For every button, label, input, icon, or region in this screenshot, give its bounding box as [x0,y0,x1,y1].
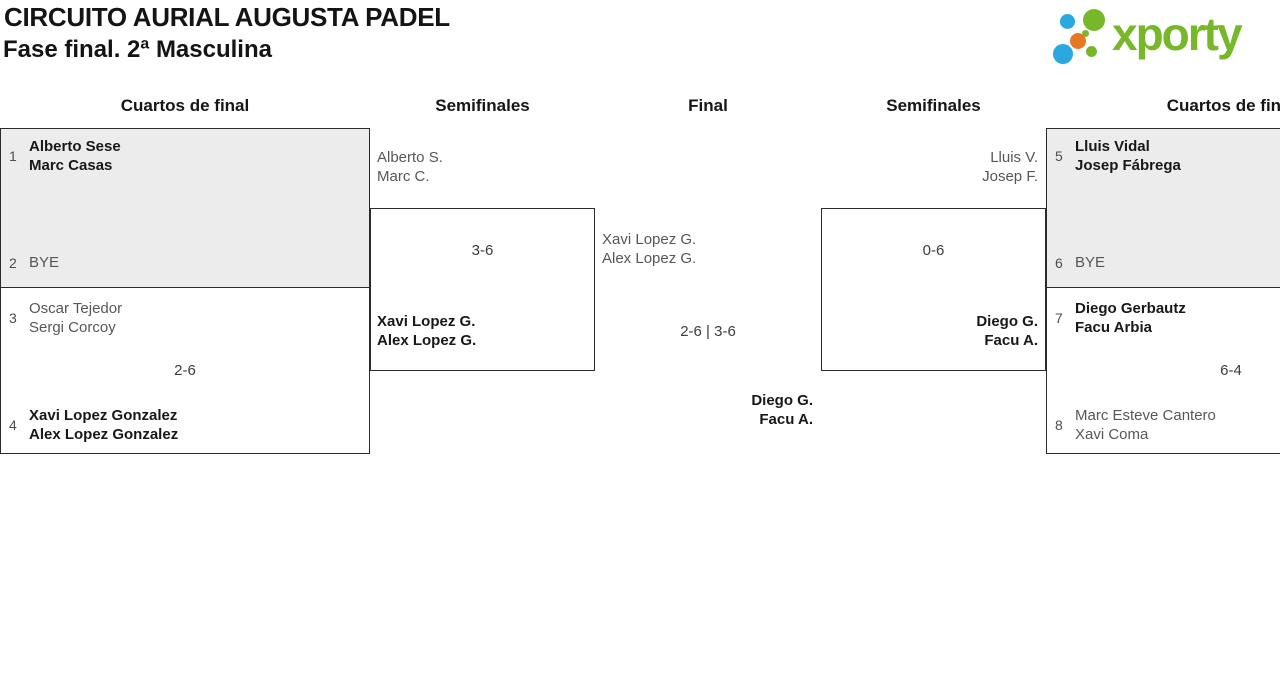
final-score: 2-6 | 3-6 [680,323,736,340]
team-names: BYE [29,253,59,272]
logo-dot-orange-icon [1070,33,1086,49]
player-1: Lluis Vidal [1075,138,1150,155]
logo-dot-green-tiny-icon [1082,30,1089,37]
match-qf-right-bottom[interactable]: 7 Diego Gerbautz Facu Arbia 6-4 8 Marc E… [1046,287,1280,454]
player-1: Xavi Lopez G. [377,313,476,330]
match-sf-left[interactable] [370,208,595,371]
team-slot-6: 6 BYE [1047,253,1280,272]
logo-dot-green-small-icon [1086,46,1097,57]
team-slot-7: 7 Diego Gerbautz Facu Arbia [1047,299,1280,337]
bye-label: BYE [29,254,60,271]
final-team-bottom: Diego G. Facu A. [751,391,813,429]
team-slot-4: 4 Xavi Lopez Gonzalez Alex Lopez Gonzale… [1,406,369,444]
seed-number: 8 [1055,417,1063,433]
seed-number: 2 [9,254,17,271]
logo-dot-green-large-icon [1083,9,1105,31]
sf-left-team-bottom: Xavi Lopez G. Alex Lopez G. [377,312,476,350]
team-names: Oscar Tejedor Sergi Corcoy [29,299,122,337]
sf-left-team-top: Alberto S. Marc C. [377,148,443,186]
player-1: Lluis V. [990,149,1038,166]
player-1: Diego Gerbautz [1075,300,1186,317]
player-2: Josep F. [982,168,1038,185]
logo-dot-blue-large-icon [1053,44,1073,64]
player-1: Diego G. [976,313,1038,330]
round-header-cuartos-right: Cuartos de final [1166,96,1280,115]
player-2: Marc Casas [29,157,113,174]
player-1: Xavi Lopez G. [602,231,697,248]
final-team-top: Xavi Lopez G. Alex Lopez G. [602,230,696,268]
logo-dot-blue-small-icon [1060,14,1075,29]
player-1: Marc Esteve Cantero [1075,407,1216,424]
team-names: Marc Esteve Cantero Xavi Coma [1075,406,1216,444]
team-names: BYE [1075,253,1105,272]
round-header-semifinales-left: Semifinales [435,96,530,115]
seed-number: 3 [9,310,17,326]
player-1: Alberto S. [377,149,443,166]
match-score: 0-6 [922,242,945,259]
bye-label: BYE [1075,254,1106,271]
match-qf-right-top[interactable]: 5 Lluis Vidal Josep Fábrega 6 BYE [1046,128,1280,288]
player-2: Alex Lopez G. [602,250,697,267]
sf-right-team-top: Lluis V. Josep F. [982,148,1038,186]
player-1: Xavi Lopez Gonzalez [29,407,178,424]
seed-number: 7 [1055,310,1063,326]
seed-number: 4 [9,417,17,433]
team-slot-1: 1 Alberto Sese Marc Casas [1,137,369,175]
match-qf-left-bottom[interactable]: 3 Oscar Tejedor Sergi Corcoy 2-6 4 Xavi … [0,287,370,454]
team-slot-2: 2 BYE [1,253,369,272]
player-2: Facu A. [759,411,813,428]
tournament-title: CIRCUITO AURIAL AUGUSTA PADEL [4,2,450,32]
round-header-final: Final [688,96,728,115]
team-names: Diego Gerbautz Facu Arbia [1075,299,1186,337]
player-2: Alex Lopez G. [377,332,477,349]
player-2: Facu A. [984,332,1038,349]
seed-number: 6 [1055,254,1063,271]
seed-number: 1 [9,148,17,164]
match-qf-left-top[interactable]: 1 Alberto Sese Marc Casas 2 BYE [0,128,370,288]
player-1: Diego G. [751,392,813,409]
player-2: Xavi Coma [1075,426,1149,443]
team-slot-5: 5 Lluis Vidal Josep Fábrega [1047,137,1280,175]
player-2: Marc C. [377,168,430,185]
player-1: Alberto Sese [29,138,121,155]
team-names: Xavi Lopez Gonzalez Alex Lopez Gonzalez [29,406,178,444]
player-2: Josep Fábrega [1075,157,1181,174]
match-sf-right[interactable] [821,208,1046,371]
team-slot-3: 3 Oscar Tejedor Sergi Corcoy [1,299,369,337]
match-score: 3-6 [471,242,494,259]
sf-right-team-bottom: Diego G. Facu A. [976,312,1038,350]
team-names: Lluis Vidal Josep Fábrega [1075,137,1181,175]
match-score: 2-6 [174,362,196,379]
player-1: Oscar Tejedor [29,300,123,317]
round-header-cuartos-left: Cuartos de final [120,96,250,115]
player-2: Sergi Corcoy [29,319,116,336]
category-subtitle: Fase final. 2ª Masculina [3,36,272,63]
team-names: Alberto Sese Marc Casas [29,137,121,175]
seed-number: 5 [1055,148,1063,164]
team-slot-8: 8 Marc Esteve Cantero Xavi Coma [1047,406,1280,444]
match-score: 6-4 [1220,362,1242,379]
player-2: Facu Arbia [1075,319,1152,336]
round-header-semifinales-right: Semifinales [886,96,981,115]
logo-wordmark: xporty [1112,8,1243,60]
player-2: Alex Lopez Gonzalez [29,426,179,443]
